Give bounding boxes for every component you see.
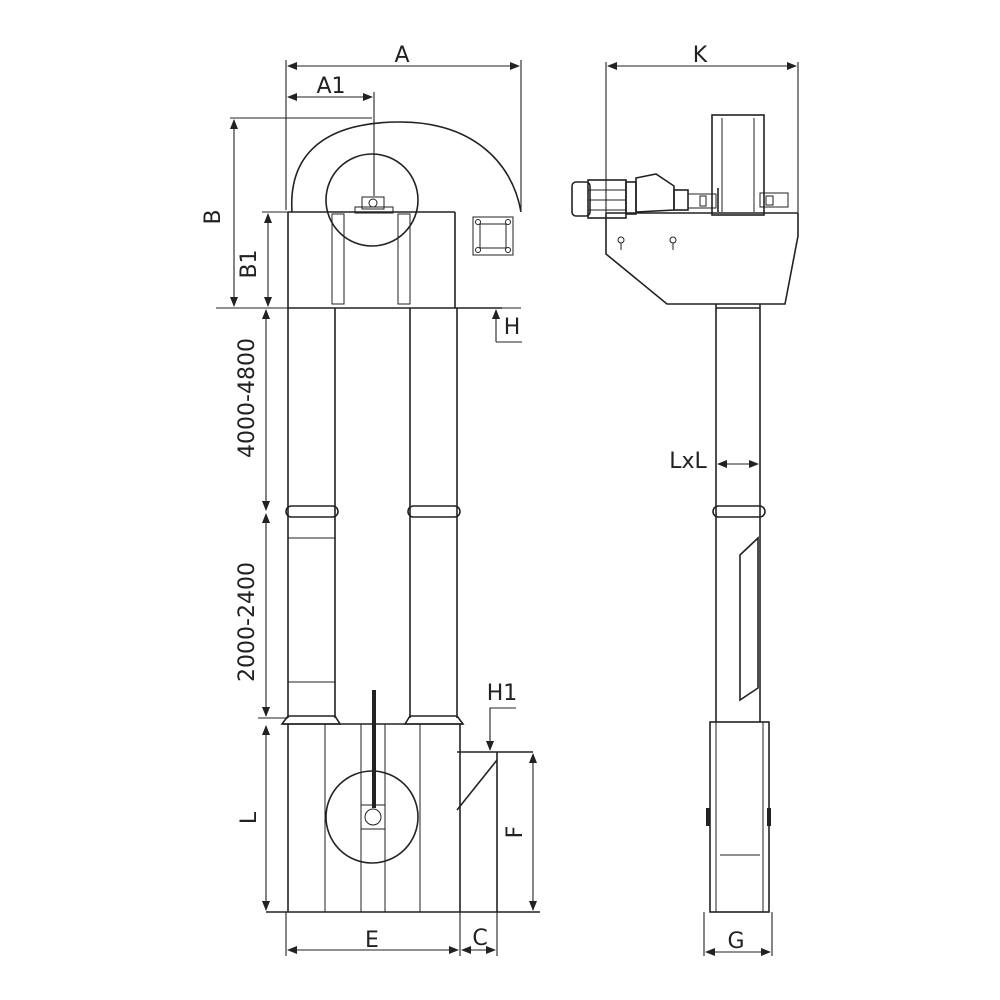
lifting-hole-1 — [617, 236, 625, 244]
head-inner-flange-right — [397, 213, 411, 305]
label-LxL: LxL — [669, 449, 707, 474]
leg-flange-right — [407, 505, 461, 518]
side-inspection-door — [739, 536, 759, 702]
boot-shaft — [364, 808, 382, 826]
side-bearing — [759, 192, 789, 208]
label-H: H — [504, 315, 521, 340]
side-head-housing — [605, 212, 799, 305]
head-pulley — [325, 153, 419, 247]
label-B1: B1 — [237, 249, 262, 278]
side-view — [571, 114, 799, 913]
bearing-block — [361, 196, 385, 210]
dim-H1 — [486, 707, 516, 751]
inspection-window — [472, 216, 514, 256]
head-cover-arc — [291, 121, 522, 213]
label-A1: A1 — [316, 74, 345, 99]
side-dimensions: K LxL G — [605, 43, 799, 956]
leg-base-left — [280, 715, 342, 725]
label-H1: H1 — [487, 681, 518, 706]
inlet-chute — [456, 759, 498, 811]
motor-fan-cover — [571, 181, 591, 217]
lifting-hole-2 — [669, 236, 677, 244]
label-G: G — [727, 929, 744, 954]
label-F: F — [503, 826, 528, 839]
shaft-dot — [368, 198, 378, 208]
front-view — [266, 121, 540, 913]
label-K: K — [693, 43, 708, 68]
label-range-lower: 2000-2400 — [235, 562, 260, 682]
label-range-upper: 4000-4800 — [235, 338, 260, 458]
gearbox — [635, 173, 675, 213]
side-leg-flange — [712, 505, 766, 518]
front-dimensions: A A1 B B1 H 4000-4800 2000-2400 L H1 F — [201, 43, 537, 956]
leg-flange-left — [285, 505, 339, 518]
side-boot — [709, 721, 770, 913]
label-B: B — [201, 209, 226, 224]
label-A: A — [394, 43, 409, 68]
label-L: L — [237, 811, 262, 824]
label-C: C — [472, 926, 487, 951]
leg-base-right — [403, 715, 465, 725]
coupling — [687, 193, 717, 209]
head-inner-flange-left — [331, 213, 345, 305]
side-head-frame — [711, 114, 765, 216]
label-E: E — [365, 928, 379, 953]
